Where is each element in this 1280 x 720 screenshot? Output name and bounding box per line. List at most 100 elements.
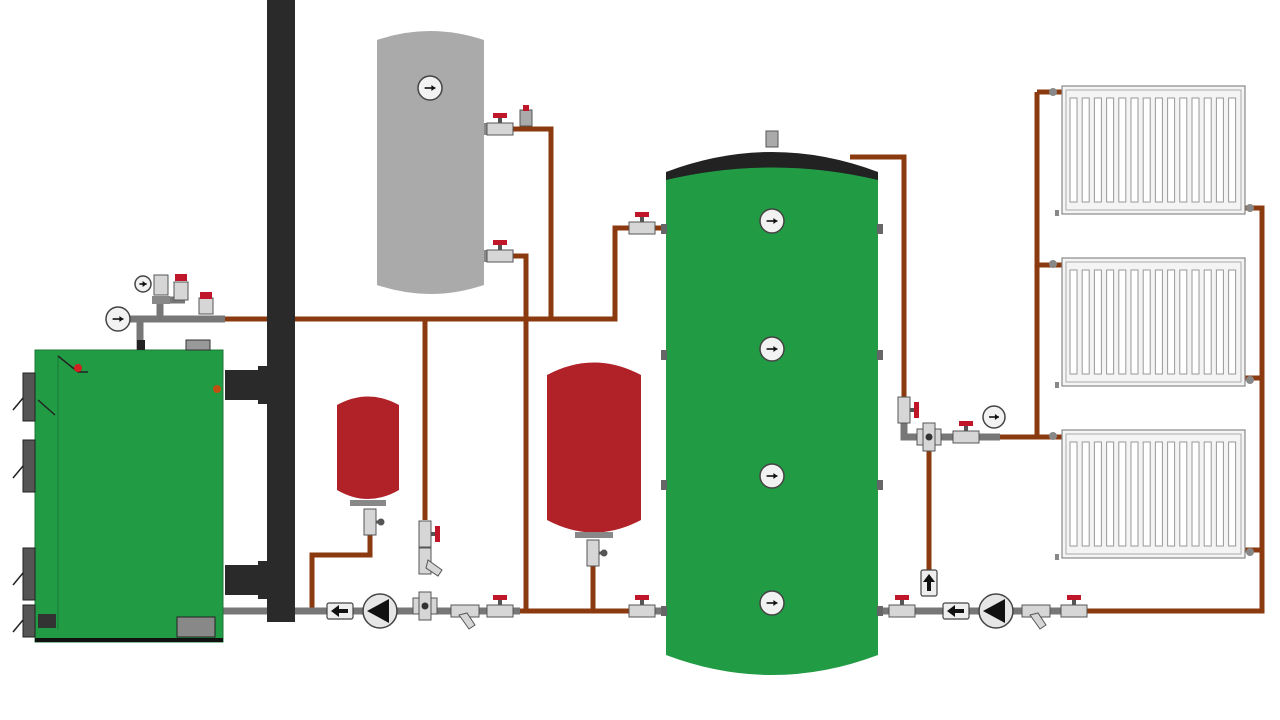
radiator-fin: [1106, 97, 1115, 203]
three-way-valve[interactable]: [412, 591, 438, 621]
dhw-return-pipe: [505, 253, 529, 611]
radiator-fin: [1142, 269, 1151, 375]
radiator-fin: [1154, 97, 1163, 203]
boiler-door-ash: [22, 604, 36, 638]
check-valve: [920, 569, 938, 597]
radiator-fin: [1203, 269, 1212, 375]
mixing-supply-valve[interactable]: [897, 396, 919, 424]
small-expansion-pipe: [309, 535, 373, 611]
radiator-fin: [1228, 441, 1237, 547]
pressure-gauge-icon: [982, 405, 1006, 429]
boiler-safety-group: [152, 274, 214, 315]
radiator-fin: [1069, 97, 1078, 203]
expansion-small-valve[interactable]: [363, 508, 385, 536]
radiator-valve-icon: [1049, 432, 1057, 440]
radiator-valve-icon: [1049, 88, 1057, 96]
radiator-fin: [1081, 97, 1090, 203]
thermometer-icon: [417, 75, 443, 101]
radiator-fin: [1215, 441, 1224, 547]
radiator-fin: [1130, 441, 1139, 547]
boiler-door-lower: [22, 547, 36, 601]
boiler-return-valve[interactable]: [486, 595, 514, 618]
radiator-fin: [1215, 269, 1224, 375]
radiator-fin: [1167, 269, 1176, 375]
radiator-fin: [1118, 97, 1127, 203]
radiator-fin: [1081, 269, 1090, 375]
radiator-fin: [1191, 441, 1200, 547]
bypass-valve[interactable]: [418, 520, 440, 548]
dhw-supply-pipe: [510, 126, 554, 319]
thermometer-icon: [759, 336, 785, 362]
radiator-fin: [1130, 269, 1139, 375]
radiator-fin: [1179, 441, 1188, 547]
thermometer-icon: [759, 463, 785, 489]
radiator-fin: [1093, 441, 1102, 547]
pressure-gauge-icon: [105, 306, 131, 332]
radiator-fin: [1118, 441, 1127, 547]
check-valve: [942, 602, 970, 620]
heating-return-valve[interactable]: [888, 595, 916, 618]
radiator-return-branches: [1245, 375, 1262, 553]
radiator-fin: [1069, 269, 1078, 375]
radiator-fin: [1167, 97, 1176, 203]
tank-top-outlet-pipe: [850, 154, 907, 405]
radiator-fin: [1106, 441, 1115, 547]
y-strainer: [418, 547, 443, 577]
radiator-fin: [1130, 97, 1139, 203]
dhw-supply-valve[interactable]: [486, 113, 514, 136]
radiator-lockshield-icon: [1246, 548, 1254, 556]
thermometer-icon: [759, 208, 785, 234]
radiator: [1049, 85, 1254, 216]
expansion-large-valve[interactable]: [586, 539, 608, 567]
y-strainer: [1021, 604, 1051, 630]
radiator-fin: [1093, 269, 1102, 375]
radiator-fin: [1203, 97, 1212, 203]
radiator-fin: [1228, 269, 1237, 375]
radiator-fin: [1142, 97, 1151, 203]
three-way-valve[interactable]: [916, 422, 942, 452]
boiler-top-sensor: [185, 339, 211, 351]
radiator-fin: [1203, 441, 1212, 547]
radiators: [1049, 85, 1254, 560]
circulation-pump[interactable]: [362, 593, 398, 629]
radiator-fin: [1191, 269, 1200, 375]
buffer-tank-air-vent: [765, 130, 779, 148]
radiator-fin: [1179, 269, 1188, 375]
radiator: [1049, 257, 1254, 388]
hot-water-cylinder: [377, 31, 492, 294]
radiator-fin: [1081, 441, 1090, 547]
boiler-door-upper: [22, 372, 36, 422]
pressure-gauge-icon: [134, 275, 152, 293]
radiator-fin: [1106, 269, 1115, 375]
dhw-return-valve[interactable]: [486, 240, 514, 263]
buffer-accumulator-tank: [661, 130, 883, 675]
radiator-lockshield-icon: [1246, 376, 1254, 384]
circulation-pump[interactable]: [978, 593, 1014, 629]
radiator-fin: [1228, 97, 1237, 203]
radiator-fin: [1118, 269, 1127, 375]
expansion-vessel-small: [337, 396, 399, 506]
chimney-flue: [225, 0, 295, 622]
boiler-indicator-icon: [74, 364, 82, 372]
heating-supply-valve[interactable]: [952, 421, 980, 444]
boiler-ash-door-latch: [38, 614, 56, 628]
boiler-regulator-icon: [213, 385, 221, 393]
y-strainer: [450, 604, 480, 630]
air-vent-icon: [519, 105, 533, 127]
radiator-fin: [1154, 269, 1163, 375]
tank-inlet-valve[interactable]: [628, 212, 656, 235]
thermometer-icon: [759, 590, 785, 616]
radiator-return-valve[interactable]: [1060, 595, 1088, 618]
tank-outlet-valve[interactable]: [628, 595, 656, 618]
solid-fuel-boiler: [12, 339, 224, 643]
radiator-lockshield-icon: [1246, 204, 1254, 212]
fittings: [105, 75, 1088, 630]
radiator-fin: [1154, 441, 1163, 547]
expansion-vessel-large: [547, 362, 641, 538]
radiator-fin: [1179, 97, 1188, 203]
radiator: [1049, 429, 1254, 560]
boiler-cleaning-hatch: [176, 616, 216, 638]
boiler-door-middle: [22, 439, 36, 493]
radiator-fin: [1093, 97, 1102, 203]
